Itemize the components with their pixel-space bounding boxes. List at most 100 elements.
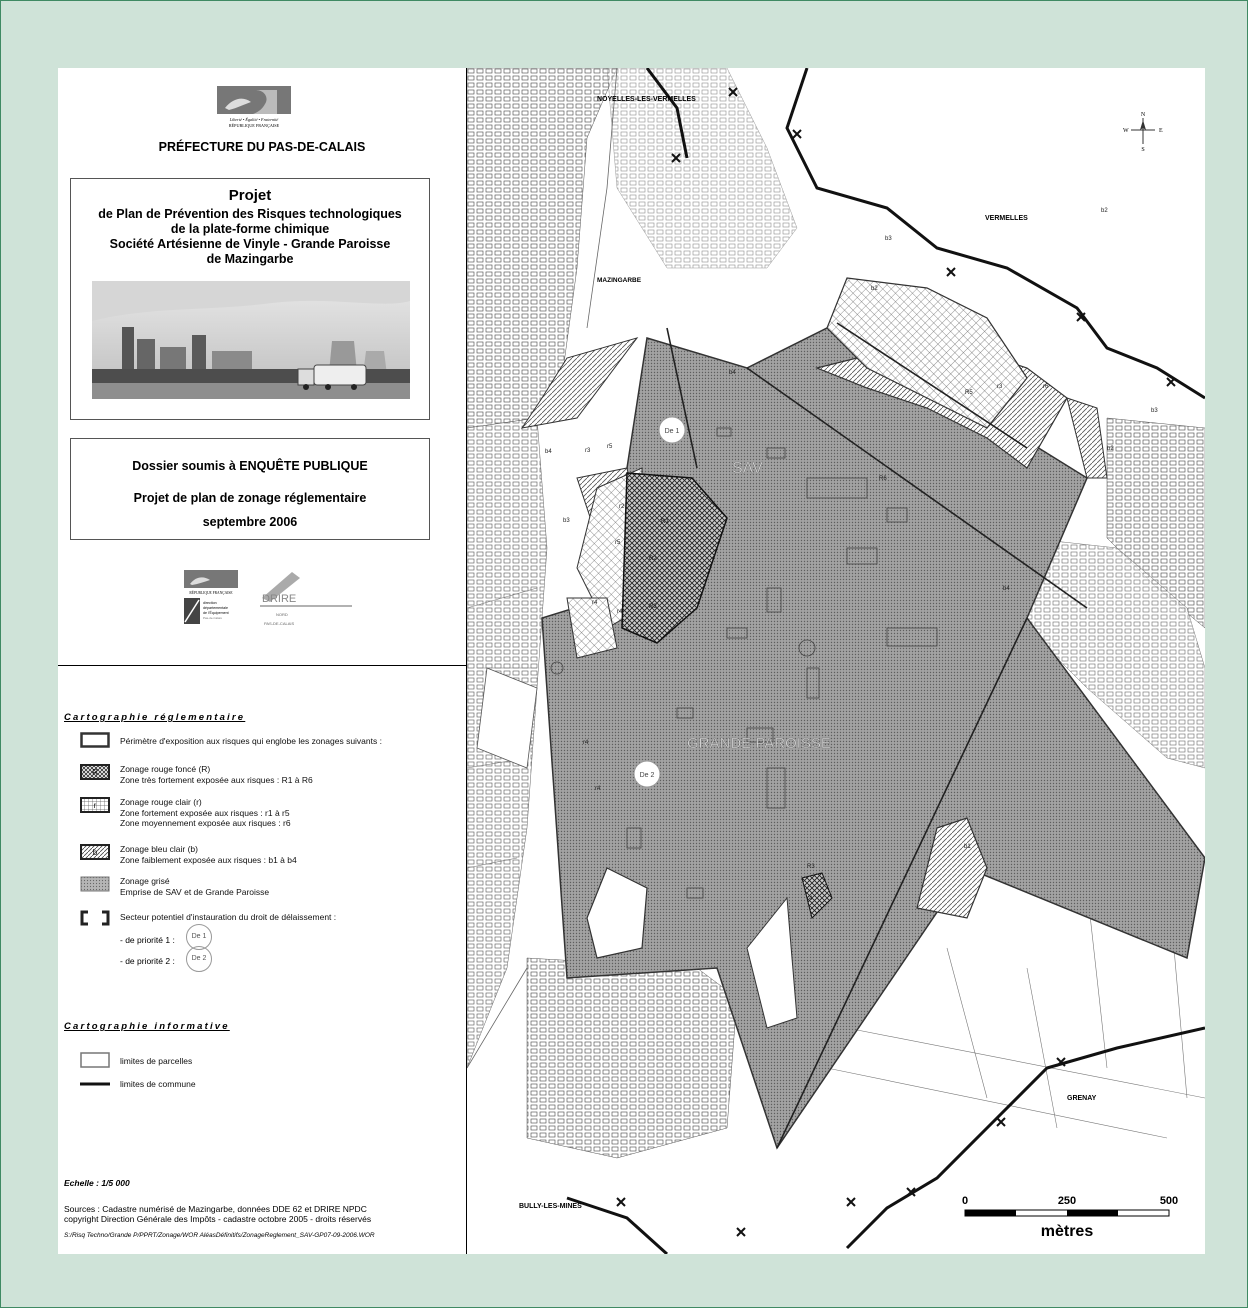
place-noyelles: NOYELLES-LES-VERMELLES (597, 96, 696, 103)
svg-text:E: E (1159, 128, 1163, 134)
blue-light-symbol: b (80, 844, 110, 860)
zoning-map: NOYELLES-LES-VERMELLES VERMELLES MAZINGA… (467, 68, 1205, 1254)
cartouche-panel: Liberté • Égalité • Fraternité RÉPUBLIQU… (58, 68, 467, 1254)
svg-text:R3: R3 (807, 864, 815, 870)
road (467, 68, 618, 1069)
svg-text:RÉPUBLIQUE FRANÇAISE: RÉPUBLIQUE FRANÇAISE (229, 123, 280, 128)
svg-text:r: r (94, 801, 97, 810)
svg-text:b2: b2 (871, 286, 878, 292)
svg-text:b1: b1 (964, 844, 971, 850)
scale-tick-500: 500 (1160, 1195, 1178, 1207)
enclave (476, 667, 538, 769)
red-light-zone (566, 597, 618, 659)
legend-text-parcels: limites de parcelles (120, 1056, 193, 1066)
svg-text:r2: r2 (619, 504, 625, 510)
blue-zone (1066, 397, 1108, 479)
legend-regulatory-title: Cartographie réglementaire (64, 712, 246, 723)
svg-text:R5: R5 (965, 390, 973, 396)
svg-text:DRIRE: DRIRE (262, 593, 296, 605)
project-line: de Mazingarbe (206, 252, 294, 266)
legend-text-perimeter: Périmètre d'exposition aux risques qui e… (120, 736, 382, 746)
zone-labels: b2 b2 b4 b4 b3 r6 r3 R5 R6 b2 b3 r3 r5 r… (545, 208, 1158, 902)
place-mazingarbe: MAZINGARBE (597, 277, 642, 284)
perimeter-symbol (80, 732, 110, 748)
place-vermelles: VERMELLES (985, 215, 1028, 222)
enclave (586, 867, 648, 959)
legend-text-relinquishment: Secteur potentiel d'instauration du droi… (120, 912, 337, 922)
svg-text:b4: b4 (729, 370, 736, 376)
red-light-zone (826, 277, 1028, 429)
site-grande-paroisse: GRANDE PAROISSE (687, 735, 831, 752)
svg-text:RÉPUBLIQUE FRANÇAISE: RÉPUBLIQUE FRANÇAISE (189, 590, 233, 595)
scale-bar: 0 250 500 mètres (962, 1195, 1178, 1240)
svg-text:r4: r4 (617, 609, 623, 615)
svg-text:R3: R3 (649, 604, 657, 610)
building-outlines (550, 427, 938, 899)
dossier-line-2: Projet de plan de zonage réglementaire (133, 491, 367, 505)
svg-text:PAS-DE-CALAIS: PAS-DE-CALAIS (264, 621, 294, 626)
dossier-line-1: Dossier soumis à ENQUÊTE PUBLIQUE (132, 459, 368, 473)
plant-photo (92, 281, 410, 399)
svg-text:r4: r4 (807, 896, 813, 902)
parcel-symbol (80, 1052, 110, 1068)
red-dark-zone (801, 872, 833, 919)
svg-text:NORD: NORD (276, 612, 288, 617)
svg-text:direction: direction (203, 601, 217, 605)
svg-text:b3: b3 (1151, 408, 1158, 414)
republique-logo: Liberté • Égalité • Fraternité RÉPUBLIQU… (217, 86, 291, 128)
project-box: Projet de Plan de Prévention des Risques… (70, 178, 430, 420)
svg-text:R6: R6 (879, 476, 887, 482)
svg-text:r4: r4 (592, 600, 598, 606)
sources-text: Sources : Cadastre numérisé de Mazingarb… (64, 1204, 372, 1224)
commune-boundary (566, 1196, 669, 1254)
prefecture-title: PRÉFECTURE DU PAS-DE-CALAIS (158, 140, 366, 154)
dossier-line-3: septembre 2006 (202, 515, 298, 529)
svg-text:b2: b2 (1101, 208, 1108, 214)
enclave (746, 896, 798, 1029)
svg-text:N: N (1141, 112, 1146, 118)
relinquishment-symbol (80, 910, 110, 926)
svg-text:départementale: départementale (203, 606, 228, 610)
svg-text:Pas-de-Calais: Pas-de-Calais (203, 616, 222, 620)
de2-map-label: De 2 (640, 772, 655, 779)
legend-text-grey-zone: Zonage grisé Emprise de SAV et de Grande… (120, 876, 270, 897)
scale-tick-250: 250 (1058, 1195, 1076, 1207)
place-bully: BULLY-LES-MINES (519, 1203, 582, 1210)
svg-text:R1: R1 (661, 519, 669, 525)
red-light-symbol: r (80, 797, 110, 813)
svg-text:Liberté • Égalité • Fraternité: Liberté • Égalité • Fraternité (229, 117, 280, 122)
svg-text:W: W (1123, 128, 1129, 134)
legend-text-blue-light: Zonage bleu clair (b) Zone faiblement ex… (120, 844, 297, 865)
legend-text-red-dark: Zonage rouge foncé (R) Zone très forteme… (120, 764, 313, 785)
north-arrow: N S E W (1123, 112, 1163, 153)
svg-text:R2: R2 (649, 556, 657, 562)
project-lines: de Plan de Prévention des Risques techno… (71, 207, 429, 267)
internal-boundary (666, 322, 1088, 1149)
project-line: de la plate-forme chimique (170, 222, 330, 236)
file-path: S:/Risq Techno/Grande P/PPRT/Zonage/WOR … (64, 1232, 375, 1239)
de1-map-circle (658, 416, 686, 444)
legend-text-commune: limites de commune (120, 1079, 196, 1089)
commune-line-symbol (80, 1082, 110, 1086)
project-title: Projet (228, 187, 272, 204)
scale-tick-0: 0 (962, 1195, 968, 1207)
blue-zone (520, 337, 639, 429)
de2-map-circle (633, 760, 661, 788)
panel-divider (58, 665, 466, 666)
scale-label: Echelle : 1/5 000 (64, 1178, 130, 1188)
svg-text:b4: b4 (545, 449, 552, 455)
red-dark-symbol: R (80, 764, 110, 780)
svg-text:b: b (93, 848, 98, 857)
svg-text:R: R (92, 768, 98, 777)
priority-1-label: - de priorité 1 : (120, 935, 175, 945)
svg-text:r5: r5 (607, 444, 613, 450)
parcel-lines (467, 587, 1205, 1139)
site-sav: SAV (732, 460, 763, 477)
de1-map-label: De 1 (665, 428, 680, 435)
legend-info-title: Cartographie informative (64, 1021, 230, 1032)
svg-text:r6: r6 (1043, 384, 1049, 390)
scale-unit: mètres (1041, 1223, 1094, 1240)
dossier-box: Dossier soumis à ENQUÊTE PUBLIQUE Projet… (70, 438, 430, 540)
svg-text:r4: r4 (583, 740, 589, 746)
svg-text:r3: r3 (997, 384, 1003, 390)
